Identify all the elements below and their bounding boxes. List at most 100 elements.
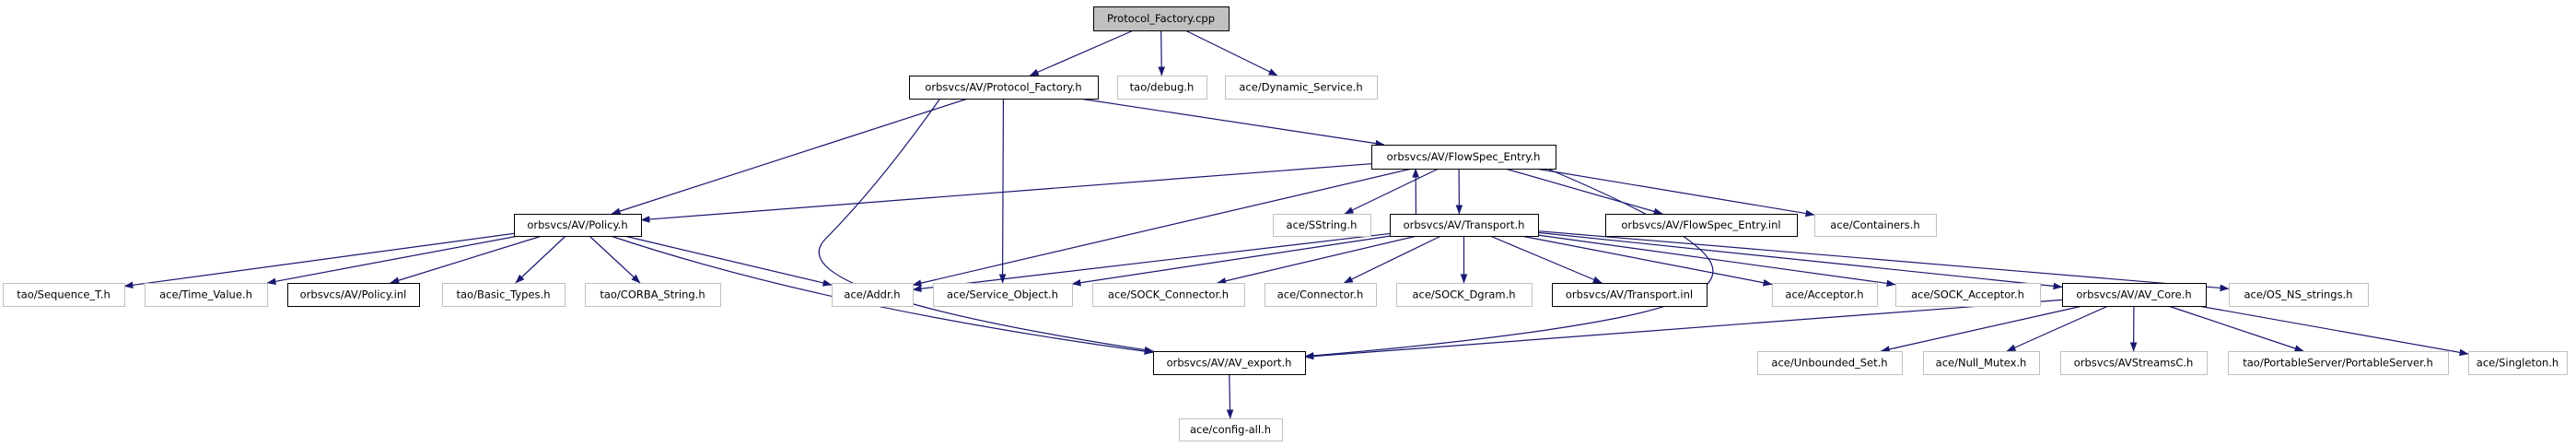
node-box (1772, 283, 1878, 307)
edge-av_av_core_h-ace_unbounded_set_h (1880, 305, 2083, 353)
node-box (2060, 351, 2208, 375)
node-ace-sock-dgram-h: ace/SOCK_Dgram.h (1396, 283, 1533, 307)
node-label: tao/Sequence_T.h (17, 288, 111, 301)
edge-av_transport_h-ace_acceptor_h (1521, 235, 1773, 287)
edge-av_policy_h-av_policy_inl (390, 235, 542, 284)
edge-av_policy_h-tao_corba_string_h (589, 235, 641, 284)
node-box (1396, 283, 1533, 307)
node-label: ace/Dynamic_Service.h (1239, 81, 1362, 94)
edge-av_protocol_factory_h-av_flowspec_entry_h (1079, 98, 1385, 147)
edge-protocol_factory_cpp-ace_dynamic_service_h (1184, 29, 1278, 76)
node-ace-singleton-h: ace/Singleton.h (2468, 351, 2568, 375)
edge-av_policy_h-ace_addr_h (624, 235, 833, 287)
node-box (1092, 283, 1245, 307)
edge-av_policy_h-tao_sequence_t_h (123, 232, 515, 289)
node-box (2062, 283, 2207, 307)
node-ace-dynamic-service-h: ace/Dynamic_Service.h (1225, 76, 1378, 100)
node-box (287, 283, 420, 307)
edge-av_av_core_h-av_av_export_h (1304, 299, 2063, 360)
edge-protocol_factory_cpp-tao_debug_h (1158, 29, 1166, 76)
node-box (1605, 214, 1798, 237)
node-label: ace/Null_Mutex.h (1936, 357, 2027, 370)
edge-av_transport_h-ace_service_object_h (1071, 235, 1391, 287)
edge-av_policy_h-ace_time_value_h (266, 235, 519, 286)
node-av-flowspec-entry-h[interactable]: orbsvcs/AV/FlowSpec_Entry.h (1371, 145, 1556, 170)
node-av-flowspec-entry-inl[interactable]: orbsvcs/AV/FlowSpec_Entry.inl (1605, 214, 1798, 237)
node-box (1225, 76, 1378, 100)
node-av-av-core-h[interactable]: orbsvcs/AV/AV_Core.h (2062, 283, 2207, 307)
node-label: ace/Addr.h (844, 288, 900, 301)
node-label: ace/Acceptor.h (1785, 288, 1863, 301)
node-box (1371, 145, 1556, 170)
node-ace-acceptor-h: ace/Acceptor.h (1772, 283, 1878, 307)
edge-av_transport_h-av_av_core_h (1537, 231, 2063, 290)
node-label: orbsvcs/AV/Transport.h (1404, 218, 1525, 231)
edge-av_protocol_factory_h-ace_service_object_h (998, 98, 1007, 284)
node-protocol-factory-cpp[interactable]: Protocol_Factory.cpp (1093, 6, 1230, 31)
node-box (1153, 351, 1306, 375)
node-label: ace/Containers.h (1830, 218, 1919, 231)
node-label: orbsvcs/AV/Policy.inl (300, 288, 407, 301)
node-label: tao/debug.h (1130, 81, 1195, 94)
node-box (1179, 418, 1283, 441)
node-box (3, 283, 125, 307)
node-box (145, 283, 268, 307)
node-ace-addr-h: ace/Addr.h (832, 283, 914, 307)
node-label: ace/Singleton.h (2477, 357, 2559, 370)
edge-av_transport_h-ace_connector_h (1343, 235, 1441, 284)
node-av-transport-h[interactable]: orbsvcs/AV/Transport.h (1390, 214, 1539, 237)
node-label: ace/SString.h (1287, 218, 1358, 231)
node-box (1895, 283, 2041, 307)
node-box (1265, 283, 1377, 307)
node-box (442, 283, 565, 307)
node-label: ace/Connector.h (1277, 288, 1364, 301)
node-box (2468, 351, 2568, 375)
node-av-transport-inl[interactable]: orbsvcs/AV/Transport.inl (1552, 283, 1708, 307)
node-tao-corba-string-h: tao/CORBA_String.h (585, 283, 721, 307)
node-box (1273, 214, 1371, 237)
edge-av_protocol_factory_h-av_av_export_h (818, 98, 1154, 354)
node-av-av-export-h[interactable]: orbsvcs/AV/AV_export.h (1153, 351, 1306, 375)
node-av-policy-inl[interactable]: orbsvcs/AV/Policy.inl (287, 283, 420, 307)
node-tao-debug-h: tao/debug.h (1117, 76, 1207, 100)
node-label: ace/SOCK_Connector.h (1108, 288, 1229, 301)
node-label: orbsvcs/AV/FlowSpec_Entry.h (1387, 150, 1541, 163)
node-label: Protocol_Factory.cpp (1107, 12, 1215, 25)
node-ace-config-all-h: ace/config-all.h (1179, 418, 1283, 441)
edge-av_flowspec_entry_h-ace_sstring_h (1344, 168, 1440, 215)
edge-av_flowspec_entry_h-ace_addr_h (912, 168, 1413, 287)
node-tao-basic-types-h: tao/Basic_Types.h (442, 283, 565, 307)
edge-av_transport_h-av_transport_inl (1489, 235, 1603, 284)
node-label: orbsvcs/AV/Protocol_Factory.h (925, 81, 1081, 94)
node-avstreamsc-h: orbsvcs/AVStreamsC.h (2060, 351, 2208, 375)
edge-av_transport_h-ace_addr_h (912, 232, 1391, 292)
node-av-protocol-factory-h[interactable]: orbsvcs/AV/Protocol_Factory.h (909, 76, 1099, 100)
edge-av_transport_h-ace_sock_connector_h (1217, 235, 1417, 285)
node-box (1390, 214, 1539, 237)
node-ace-os-ns-strings-h: ace/OS_NS_strings.h (2229, 283, 2369, 307)
node-av-policy-h[interactable]: orbsvcs/AV/Policy.h (514, 214, 642, 237)
node-label: orbsvcs/AV/AV_export.h (1167, 357, 1292, 370)
node-box (1814, 214, 1937, 237)
node-ace-containers-h: ace/Containers.h (1814, 214, 1937, 237)
node-label: tao/CORBA_String.h (600, 288, 705, 301)
node-box (933, 283, 1073, 307)
edge-av_flowspec_entry_h-ace_containers_h (1535, 168, 1815, 218)
edge-av_flowspec_entry_h-av_policy_h (640, 163, 1372, 223)
node-box (1117, 76, 1207, 100)
edge-av_transport_h-ace_sock_acceptor_h (1537, 234, 1896, 288)
node-tao-sequence-t-h: tao/Sequence_T.h (3, 283, 125, 307)
node-box (1552, 283, 1708, 307)
node-ace-sstring-h: ace/SString.h (1273, 214, 1371, 237)
node-ace-time-value-h: ace/Time_Value.h (145, 283, 268, 307)
edge-av_av_core_h-ace_singleton_h (2198, 305, 2469, 357)
node-box (585, 283, 721, 307)
edge-av_av_core_h-ace_null_mutex_h (2006, 305, 2109, 352)
node-label: ace/config-all.h (1190, 423, 1271, 436)
node-tao-portableserver-h: tao/PortableServer/PortableServer.h (2228, 351, 2449, 375)
node-label: ace/SOCK_Dgram.h (1412, 288, 1515, 301)
node-ace-sock-connector-h: ace/SOCK_Connector.h (1092, 283, 1245, 307)
node-label: ace/Service_Object.h (947, 288, 1058, 301)
edge-av_flowspec_entry_h-av_av_export_h (1304, 168, 1714, 359)
node-box (1093, 6, 1230, 31)
